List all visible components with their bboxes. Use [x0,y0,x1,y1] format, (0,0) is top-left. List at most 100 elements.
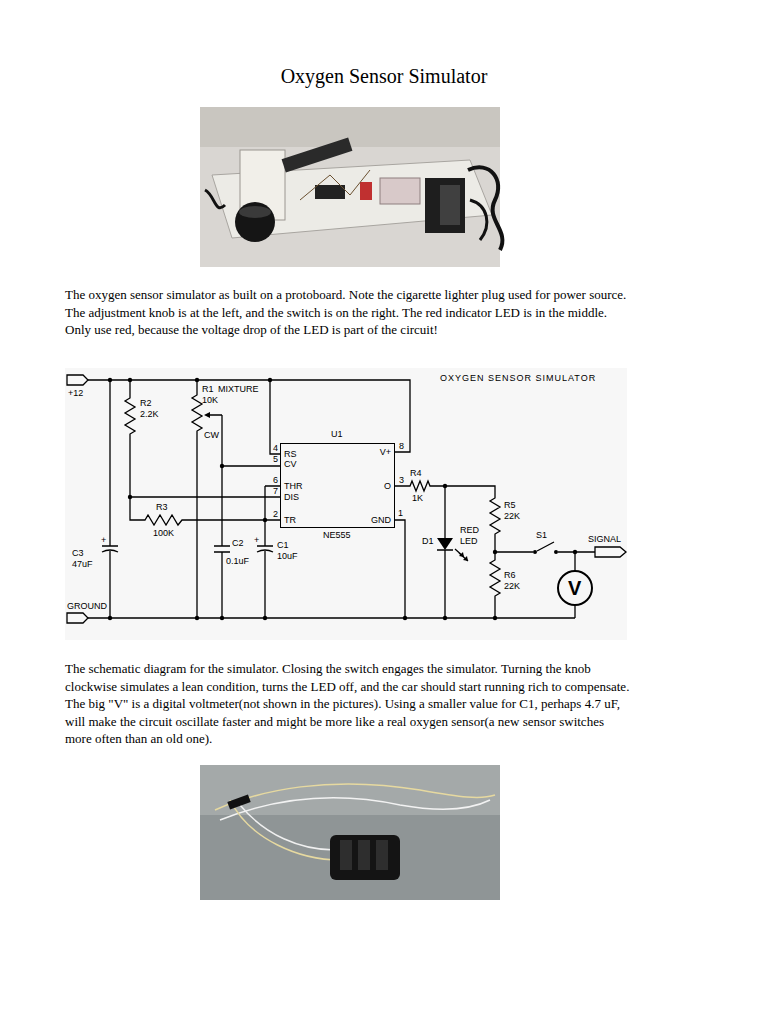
photo-connector [220,798,490,820]
circuit-wires [88,380,410,452]
circuit-wires [395,520,405,618]
circuit-wires [192,380,202,618]
circuit-symbols [403,616,407,620]
part-name: C3 [72,548,84,559]
ref-designator: U1 [331,429,343,440]
part-name: C2 [232,538,244,549]
photo-connector [376,840,388,870]
circuit-wires [455,549,468,561]
part-name: R6 [504,570,516,581]
part-value: 100K [153,528,174,539]
circuit-wires [490,552,500,618]
photo-connector [230,800,340,860]
pin-name: GND [371,515,391,526]
photo-protoboard [200,107,500,147]
circuit-symbols [108,378,577,620]
circuit-symbols [573,550,577,554]
circuit-symbols [195,616,199,620]
pin-name: TR [284,515,296,526]
photo-protoboard [282,138,353,173]
circuit-symbols [493,616,497,620]
photo-protoboard [315,185,345,199]
ground-label: GROUND [67,601,107,612]
pin-number: 5 [273,454,278,465]
part-name: R5 [504,500,516,511]
part-name: R2 [140,398,152,409]
pin-number: 7 [273,486,278,497]
part-note: RED [460,525,479,536]
part-name: C1 [277,540,289,551]
part-value: 10K [202,395,218,406]
photo-protoboard [239,206,271,218]
circuit-symbols [128,378,132,382]
polarity-mark: + [101,535,106,546]
photo-protoboard [440,185,460,225]
circuit-symbols [263,518,267,522]
photo-protoboard [468,167,502,250]
photo-connector [200,765,500,815]
photo-protoboard [380,178,420,204]
circuit-symbols [437,538,453,550]
part-name: D1 [422,536,434,547]
part-value: 22K [504,581,520,592]
photo-connector [330,835,400,880]
circuit-symbols [108,378,112,382]
part-value: 47uF [72,559,93,570]
pin-number: 4 [273,443,278,454]
pin-name: V+ [380,447,391,458]
photo-connector [340,840,352,870]
voltmeter-circle: V [557,570,593,606]
chip-type: NE555 [323,530,351,541]
pin-name: CV [284,459,297,470]
circuit-symbols [443,484,447,488]
part-name: R4 [410,468,422,479]
circuit-symbols [554,550,558,554]
schematic-background [65,368,627,640]
circuit-wires [67,375,626,623]
circuit-symbols [108,616,112,620]
circuit-wires [214,466,230,618]
schematic-background [65,368,627,640]
schematic-title: OXYGEN SENSOR SIMULATOR [440,373,596,384]
photo-protoboard [200,107,502,267]
circuit-symbols [533,550,537,554]
part-name: R3 [156,502,168,513]
part-value: 1K [412,493,423,504]
pin-name: THR [284,481,303,492]
circuit-wires [130,496,280,497]
pin-name: O [384,481,391,492]
circuit-wires [102,380,118,618]
part-note: MIXTURE [218,384,259,395]
supply-label: +12 [68,388,83,399]
circuit-symbols [493,550,497,554]
circuit-wires [206,415,280,466]
pin-number: 6 [273,475,278,486]
circuit-wires [595,547,626,557]
photo-connector [227,794,250,809]
photo-protoboard [205,190,225,208]
photo-connector [200,765,500,900]
circuit-symbols [220,464,224,468]
photo-protoboard [300,170,370,200]
part-value: 22K [504,511,520,522]
pin-name: DIS [284,492,299,503]
pin-number: 1 [398,508,403,519]
circuit-wires [437,486,453,618]
circuit-symbols [204,412,210,418]
part-name: S1 [536,530,547,541]
part-value: 0.1uF [226,556,249,567]
photo-protoboard [360,182,372,200]
circuit-symbols [128,495,132,499]
photo-protoboard [200,107,500,267]
polarity-mark: + [254,535,259,546]
photo-caption: The oxygen sensor simulator as built on … [65,286,630,339]
pin-number: 8 [399,441,404,452]
schematic-caption: The schematic diagram for the simulator.… [65,660,630,748]
photo-protoboard [425,178,465,233]
circuit-symbols [268,378,272,382]
part-value: 10uF [277,551,298,562]
part-note: CW [204,430,219,441]
meter-symbol: V [568,577,581,599]
pin-number: 3 [399,475,404,486]
photo-protoboard [235,202,275,242]
